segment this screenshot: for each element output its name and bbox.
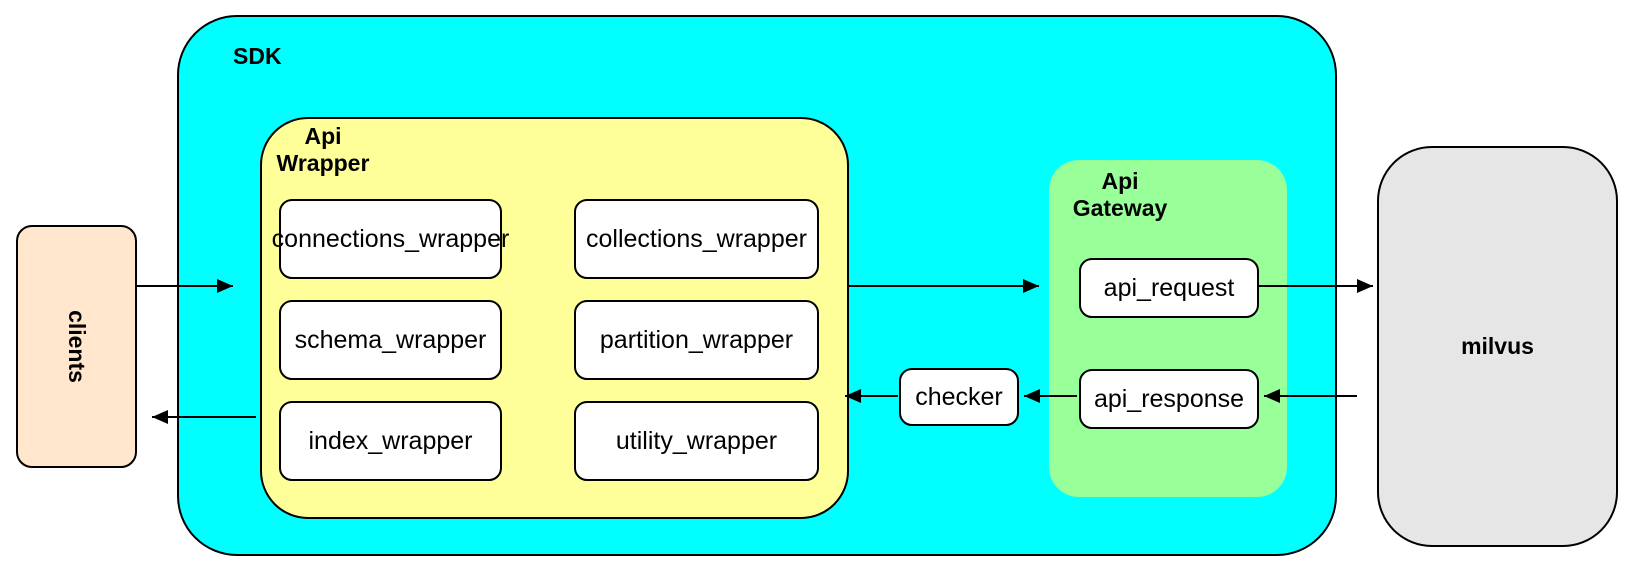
milvus-label: milvus [1461, 333, 1534, 359]
api-wrapper-label-line2: Wrapper [276, 150, 370, 176]
sdk-label: SDK [233, 43, 282, 69]
node-utility-wrapper: utility_wrapper [574, 401, 819, 481]
node-index-wrapper: index_wrapper [279, 401, 502, 481]
node-schema-wrapper: schema_wrapper [279, 300, 502, 380]
container-api-gateway: Api Gateway api_request api_response [1049, 160, 1287, 497]
node-collections-wrapper: collections_wrapper [574, 199, 819, 279]
clients-label: clients [64, 310, 90, 383]
api-wrapper-label: Api Wrapper [264, 123, 382, 177]
node-partition-wrapper: partition_wrapper [574, 300, 819, 380]
node-connections-wrapper: connections_wrapper [272, 199, 509, 279]
api-gateway-label-line1: Api [1101, 168, 1139, 194]
node-checker: checker [899, 368, 1019, 426]
api-gateway-label: Api Gateway [1061, 168, 1179, 222]
api-wrapper-label-line1: Api [304, 123, 342, 149]
node-clients: clients [16, 225, 137, 468]
container-sdk: SDK Api Wrapper connections_wrapper coll… [177, 15, 1337, 556]
api-wrapper-grid: connections_wrapper collections_wrapper … [272, 199, 819, 481]
node-api-request: api_request [1079, 258, 1259, 318]
api-gateway-label-line2: Gateway [1072, 195, 1168, 221]
container-api-wrapper: Api Wrapper connections_wrapper collecti… [260, 117, 849, 519]
node-milvus: milvus [1377, 146, 1618, 547]
node-api-response: api_response [1079, 369, 1259, 429]
